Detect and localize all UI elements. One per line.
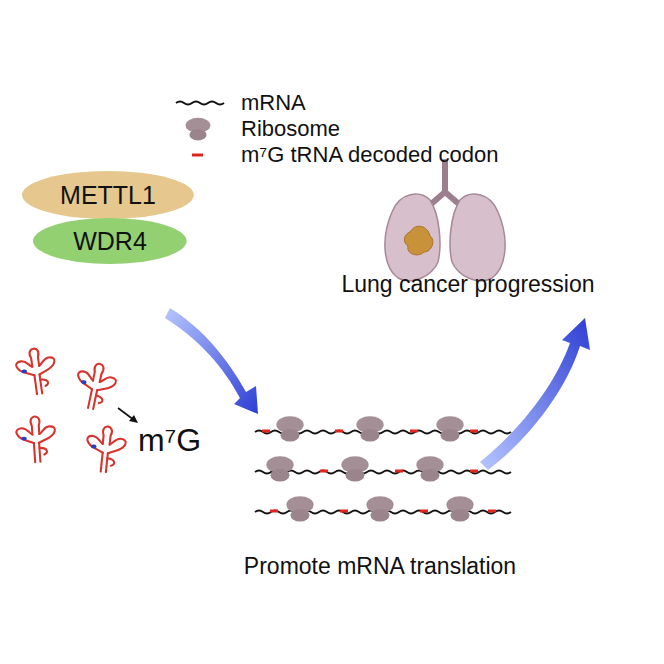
ribosome xyxy=(276,416,303,441)
ribosome xyxy=(436,416,463,441)
process-caption: Promote mRNA translation xyxy=(244,553,516,579)
mrna-strand xyxy=(255,471,511,474)
codon-mark xyxy=(320,470,328,473)
codon-mark xyxy=(420,510,428,513)
codon-mark xyxy=(270,510,278,513)
codon-mark xyxy=(340,510,348,513)
modification-label: m⁷G xyxy=(138,422,201,459)
outcome-caption: Lung cancer progression xyxy=(341,271,594,297)
codon-mark xyxy=(470,430,478,433)
legend-codon-sample xyxy=(192,154,203,157)
ribosome xyxy=(341,456,368,481)
ribosome xyxy=(366,496,393,521)
legend-text: m⁷G tRNA decoded codon xyxy=(241,142,498,167)
codon-mark xyxy=(335,430,343,433)
legend-mrna-sample xyxy=(176,102,224,105)
codon-mark xyxy=(410,430,418,433)
codon-mark xyxy=(262,430,270,433)
node-label: WDR4 xyxy=(33,227,187,256)
ribosome xyxy=(416,456,443,481)
ribosome xyxy=(286,496,313,521)
codon-mark xyxy=(470,470,478,473)
legend-ribosome-sample xyxy=(186,118,211,141)
enzyme-ellipse: METTL1 xyxy=(22,171,194,219)
legend-text: Ribosome xyxy=(241,116,340,141)
ribosome xyxy=(266,456,293,481)
codon-mark xyxy=(395,470,403,473)
ribosome xyxy=(356,416,383,441)
node-label: METTL1 xyxy=(22,181,194,210)
legend-text: mRNA xyxy=(241,90,306,115)
enzyme-ellipse: WDR4 xyxy=(33,218,187,264)
codon-mark xyxy=(488,510,496,513)
ribosome xyxy=(446,496,473,521)
